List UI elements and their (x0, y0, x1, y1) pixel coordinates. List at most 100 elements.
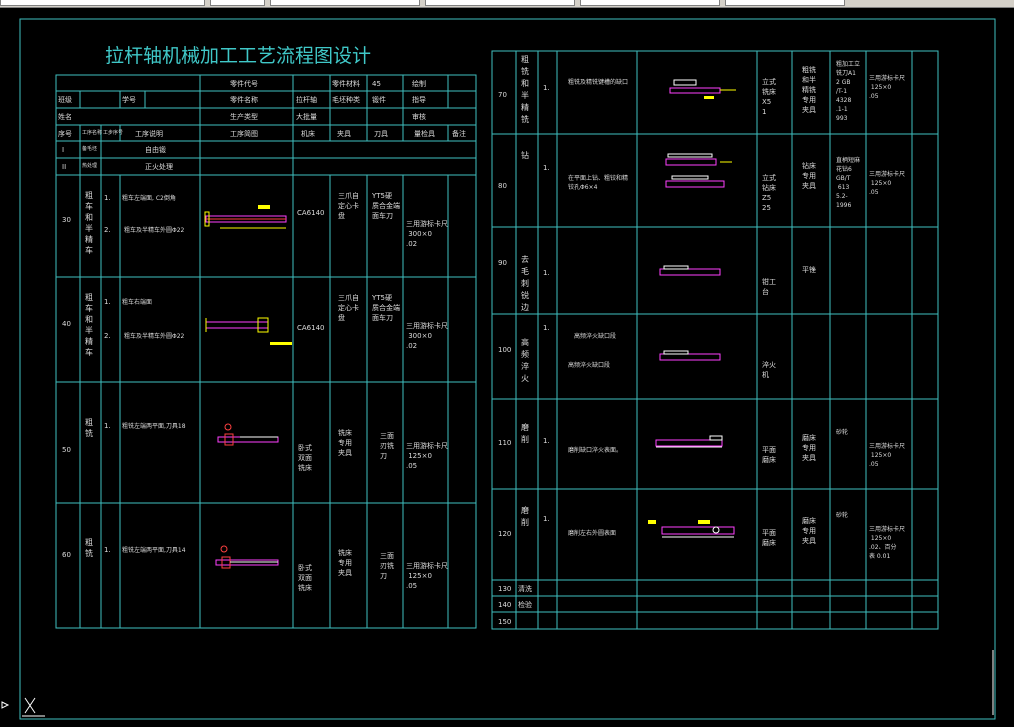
svg-text:50: 50 (62, 446, 71, 454)
svg-text:热处理: 热处理 (82, 162, 97, 169)
svg-text:姓名: 姓名 (58, 112, 72, 121)
process-name: 粗车和半精车 (85, 190, 93, 255)
svg-text:审核: 审核 (412, 112, 426, 121)
svg-text:检验: 检验 (518, 600, 532, 609)
tool-text: YT5硬质合金端面车刀 (371, 192, 400, 220)
svg-text:30: 30 (62, 216, 71, 224)
svg-text:大批量: 大批量 (296, 112, 317, 121)
svg-text:1.: 1. (104, 546, 111, 554)
tool-text: YT5硬质合金端面车刀 (371, 294, 400, 322)
fixture-text: 磨床专用夹具 (802, 433, 816, 462)
svg-text:夹具: 夹具 (337, 129, 351, 138)
gauge-text: 三用游标卡尺 125×0.05 (406, 441, 448, 470)
fixture-text: 钻床专用夹具 (802, 161, 816, 190)
svg-text:工步序号: 工步序号 (103, 129, 123, 136)
drawing-title: 拉杆轴机械加工工艺流程图设计 (105, 45, 371, 67)
style-dropdown[interactable] (210, 0, 265, 6)
gauge-text: 三用游标卡尺 125×0.02、百分表 0.01 (869, 525, 905, 560)
svg-text:自由锻: 自由锻 (145, 145, 166, 154)
svg-text:工序简图: 工序简图 (230, 129, 258, 138)
svg-text:锻件: 锻件 (372, 95, 386, 104)
svg-text:工序说明: 工序说明 (135, 129, 163, 138)
svg-text:学号: 学号 (122, 95, 136, 104)
svg-text:1.: 1. (104, 298, 111, 306)
tool-text: 三面刃铣刀 (380, 432, 394, 460)
svg-text:工序名称: 工序名称 (82, 129, 102, 136)
layer-dropdown[interactable] (0, 0, 205, 6)
part-sketch-100 (659, 350, 721, 361)
svg-text:班级: 班级 (58, 95, 72, 104)
part-sketch-70 (669, 79, 736, 99)
tool-text: 砂轮 (836, 511, 848, 519)
part-sketch-50 (217, 423, 279, 446)
svg-text:绘制: 绘制 (412, 79, 426, 88)
svg-text:高频淬火缺口段: 高频淬火缺口段 (574, 332, 616, 340)
gauge-text: 三用游标卡尺 125×0.05 (869, 442, 905, 468)
part-sketch-60 (215, 545, 279, 569)
svg-text:70: 70 (498, 91, 507, 99)
color-dropdown[interactable] (725, 0, 845, 6)
svg-text:拉杆轴: 拉杆轴 (296, 95, 317, 104)
fixture-text: 磨床专用夹具 (802, 516, 816, 545)
process-name: 粗铣和半精铣 (521, 54, 529, 124)
drawing-svg: 拉杆轴机械加工工艺流程图设计 零件代号 零件材料 45 (1, 18, 996, 720)
svg-text:生产类型: 生产类型 (230, 112, 258, 121)
svg-text:CA6140: CA6140 (297, 324, 325, 332)
border-corner (975, 18, 996, 35)
svg-text:40: 40 (62, 320, 71, 328)
svg-text:II: II (62, 163, 66, 171)
svg-text:备毛坯: 备毛坯 (82, 145, 97, 152)
process-name: 磨削 (521, 505, 529, 527)
svg-text:零件名称: 零件名称 (230, 95, 258, 104)
svg-text:2.: 2. (104, 332, 111, 340)
drawing-canvas[interactable]: 拉杆轴机械加工工艺流程图设计 零件代号 零件材料 45 (0, 8, 1014, 727)
process-name: 粗车和半精车 (85, 292, 93, 357)
lineweight-dropdown[interactable] (425, 0, 575, 6)
svg-text:120: 120 (498, 530, 511, 538)
desc-text: 高频淬火缺口段 (568, 361, 610, 369)
gauge-text: 三用游标卡尺 300×0.02 (406, 219, 448, 248)
plotstyle-dropdown[interactable] (580, 0, 720, 6)
svg-text:序号: 序号 (58, 129, 72, 138)
svg-text:45: 45 (372, 80, 381, 88)
process-name: 去毛刺锐边 (521, 254, 529, 312)
svg-text:140: 140 (498, 601, 511, 609)
svg-text:毛坯种类: 毛坯种类 (332, 95, 360, 104)
part-sketch-30 (204, 205, 287, 229)
process-name: 磨削 (521, 422, 529, 444)
svg-text:150: 150 (498, 618, 511, 626)
left-header: 零件代号 零件材料 45 绘制 班级 学号 零件名称 拉杆轴 毛坯种类 锻件 指… (58, 79, 466, 138)
desc-text: 粗铣及精铣键槽的缺口 (568, 78, 628, 86)
svg-text:100: 100 (498, 346, 511, 354)
svg-text:粗车右端面: 粗车右端面 (122, 298, 152, 306)
part-sketch-110 (655, 435, 723, 448)
sheet-border (19, 18, 996, 720)
fixture-text: 三爪自定心卡盘 (338, 191, 359, 220)
right-table-grid (491, 50, 939, 630)
svg-text:正火处理: 正火处理 (145, 162, 173, 171)
gauge-text: 三用游标卡尺 125×0.05 (869, 170, 905, 196)
svg-text:零件代号: 零件代号 (230, 79, 258, 88)
linetype-dropdown[interactable] (270, 0, 420, 6)
svg-text:粗铣左端两平面,刀具14: 粗铣左端两平面,刀具14 (122, 546, 186, 554)
svg-text:1.: 1. (543, 269, 550, 277)
svg-text:1.: 1. (104, 422, 111, 430)
fixture-text: 粗铣和半精铣专用夹具 (802, 65, 816, 114)
part-sketch-80 (665, 153, 732, 188)
svg-text:110: 110 (498, 439, 511, 447)
svg-text:1.: 1. (543, 437, 550, 445)
svg-text:粗车及半精车外圆Φ22: 粗车及半精车外圆Φ22 (124, 226, 185, 234)
fixture-text: 三爪自定心卡盘 (338, 293, 359, 322)
process-name: 粗铣 (85, 417, 93, 438)
svg-text:2.: 2. (104, 226, 111, 234)
right-rows: 70 1. 80 1. 90 1. 100 1. 高频淬火缺口段 110 1. … (498, 84, 616, 626)
svg-text:1.: 1. (104, 194, 111, 202)
desc-text: 磨削缺口淬火表面。 (568, 446, 622, 454)
gauge-text: 三用游标卡尺 300×0.02 (406, 321, 448, 350)
machine-text: 钳工台 (762, 277, 776, 296)
svg-text:备注: 备注 (452, 129, 466, 138)
